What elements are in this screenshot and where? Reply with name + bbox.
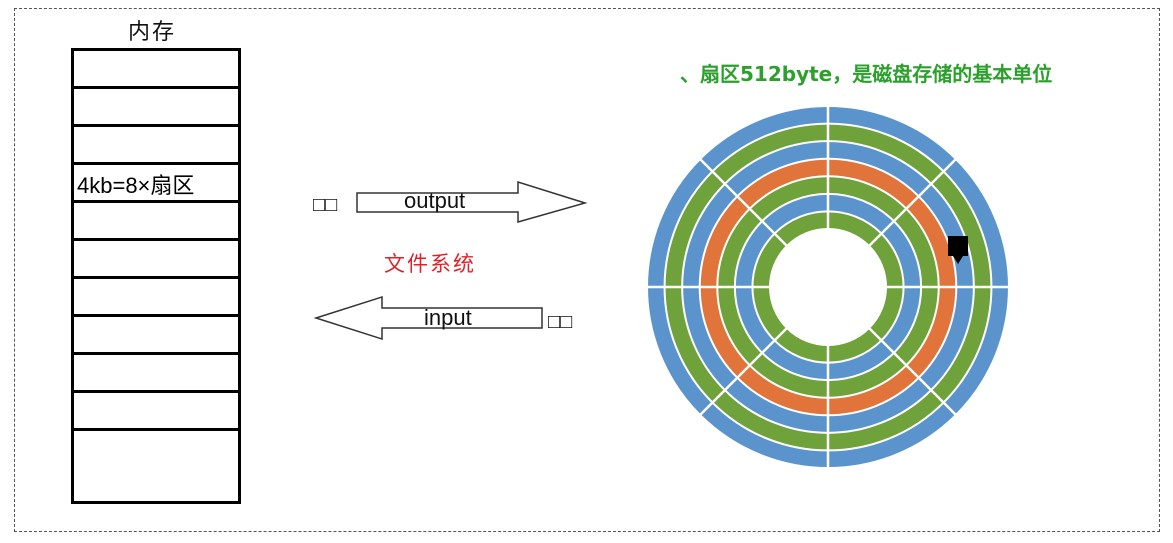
- memory-cell: [71, 428, 241, 504]
- sector-divider: [699, 327, 788, 416]
- output-arrow: output □□: [313, 180, 588, 223]
- memory-title: 内存: [128, 20, 177, 45]
- read-write-head-icon: [948, 236, 968, 264]
- input-label: input: [424, 305, 472, 330]
- sector-divider: [699, 158, 788, 247]
- memory-cell: [71, 314, 241, 355]
- output-prefix-glyphs: □□: [313, 194, 337, 216]
- memory-cell: [71, 390, 241, 431]
- page-size-label: 4kb=8×扇区: [77, 173, 195, 198]
- memory-cell: [71, 48, 241, 89]
- sector-caption: 、扇区512byte，是磁盘存储的基本单位: [680, 62, 1053, 86]
- file-system-label: 文件系统: [384, 252, 476, 276]
- input-suffix-glyphs: □□: [548, 311, 572, 333]
- memory-stack: 4kb=8×扇区: [71, 48, 241, 504]
- input-arrow: input □□: [313, 295, 572, 341]
- sector-divider: [868, 158, 957, 247]
- disk-platter: [646, 105, 1010, 469]
- sector-divider: [868, 327, 957, 416]
- output-label: output: [404, 188, 465, 213]
- spindle-hole: [771, 230, 885, 344]
- diagram-frame: [14, 8, 1160, 532]
